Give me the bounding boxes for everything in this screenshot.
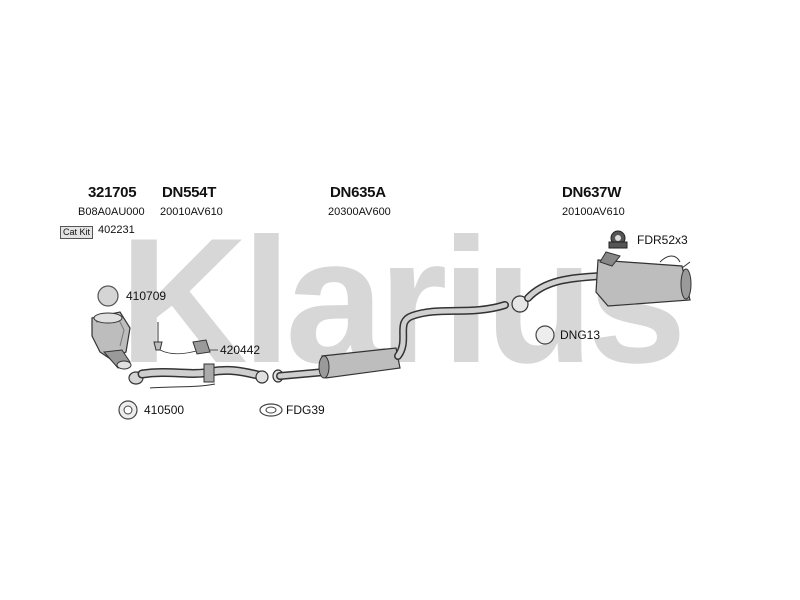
ring-inner <box>123 405 133 415</box>
callout-410709: 410709 <box>126 289 167 303</box>
rear-silencer <box>524 251 692 307</box>
ring-icon-dng13 <box>535 325 555 345</box>
cat-kit-badge: Cat Kit <box>60 226 94 239</box>
group-code-321705: 321705 <box>88 184 137 201</box>
callout-420442: 420442 <box>220 343 261 357</box>
group-code-dn635a: DN635A <box>330 184 386 201</box>
front-pipe <box>128 363 269 389</box>
group-oem-dn554t: 20010AV610 <box>160 206 223 218</box>
gasket-icon-fdg39 <box>259 403 283 417</box>
cat-kit-code: 402231 <box>98 224 135 236</box>
group-code-dn554t: DN554T <box>162 184 217 201</box>
rubber-mount-icon <box>608 230 628 249</box>
lambda-sensor <box>153 322 218 355</box>
gasket-inner <box>265 406 277 414</box>
group-code-dn637w: DN637W <box>562 184 622 201</box>
callout-410500: 410500 <box>144 403 185 417</box>
callout-fdg39: FDG39 <box>286 403 325 417</box>
group-oem-321705: B08A0AU000 <box>78 206 145 218</box>
callout-dng13: DNG13 <box>560 328 601 342</box>
group-oem-dn635a: 20300AV600 <box>328 206 391 218</box>
middle-section <box>272 295 529 383</box>
ring-icon-410709 <box>97 285 119 307</box>
group-oem-dn637w: 20100AV610 <box>562 206 625 218</box>
callout-fdr52x3: FDR52x3 <box>637 233 688 247</box>
catalytic-converter <box>91 311 132 370</box>
